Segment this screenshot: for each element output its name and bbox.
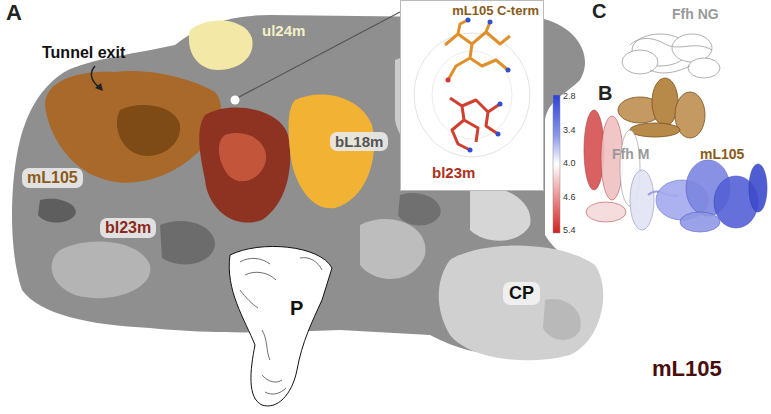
p-trna [229, 246, 332, 406]
panel-letter: C [592, 0, 606, 23]
protein-label-patch: bL18m [330, 132, 388, 151]
surface-light-region [470, 187, 530, 240]
surface-dark-region [38, 199, 76, 223]
ffh-ng-coil [630, 38, 712, 72]
colorbar-tick: 2.8 [563, 91, 576, 101]
atom [506, 68, 511, 73]
surface-dark-region [160, 221, 215, 264]
protein-label: bL18m [335, 133, 383, 150]
bl23m-surface [199, 108, 290, 223]
protein-label: mL105 [652, 356, 722, 381]
protein-label: mL105 [700, 146, 744, 162]
panel-letter: A [6, 0, 22, 25]
region-label: CP [509, 283, 534, 304]
colorbar-tick: 4.6 [563, 192, 576, 202]
ml105-domain [680, 212, 720, 232]
region-label-patch: CP [503, 282, 540, 305]
trna-site-label: P [290, 297, 303, 320]
tunnel-exit-label: Tunnel exit [42, 44, 125, 62]
protein-label-patch: mL105 [22, 168, 83, 188]
colorbar-tick: 4.0 [563, 158, 576, 168]
tunnel-exit-arrow [91, 66, 100, 88]
panel-letter: B [598, 82, 612, 105]
inset-label: mL105 C-term [452, 4, 539, 19]
ml105-surface [45, 71, 221, 183]
ml105-helix [586, 202, 626, 222]
atom [466, 18, 471, 23]
surface-dark-region [398, 193, 441, 226]
inset-label: bl23m [432, 164, 475, 181]
ml105-helix [630, 170, 654, 230]
surface-light-region [360, 219, 425, 279]
atom [496, 132, 501, 137]
bl23m-sticks [450, 98, 500, 150]
trna-texture [240, 258, 322, 394]
ml105-surface-shade [117, 105, 180, 156]
ul24m-surface [189, 21, 253, 70]
colorbar [553, 95, 560, 233]
protein-label: bl23m [105, 219, 151, 237]
domain-label: Ffh NG [672, 6, 719, 22]
tunnel-exit-arrowhead [95, 83, 103, 91]
inset-frame [401, 1, 544, 191]
colorbar-tick: 5.4 [563, 225, 576, 235]
bl18m-surface [289, 94, 375, 208]
protein-label: mL105 [27, 169, 78, 187]
surface-light-region [52, 242, 151, 299]
atom [488, 20, 493, 25]
domain-label: Ffh M [612, 146, 649, 162]
ml105-c-term-sticks [445, 20, 510, 80]
atom [446, 78, 451, 83]
ffh-ng-ribbon [622, 50, 658, 74]
cp-shade [543, 299, 581, 340]
ml105-domain [749, 164, 767, 212]
protein-label-patch: bl23m [100, 218, 156, 238]
central-protuberance [439, 246, 603, 361]
atom [498, 102, 503, 107]
atom [468, 148, 473, 153]
colorbar-tick: 3.4 [563, 125, 576, 135]
ffh-ng-ribbon [688, 58, 720, 78]
ffh-m-ribbon [652, 78, 678, 126]
protein-label: ul24m [262, 22, 305, 39]
ffh-m-ribbon [630, 123, 680, 137]
bl23m-surface-light [219, 133, 266, 181]
inset-leader-line [239, 12, 400, 97]
tunnel-dot [231, 96, 240, 105]
inset-panel: mL105 C-term bl23m [400, 0, 544, 191]
